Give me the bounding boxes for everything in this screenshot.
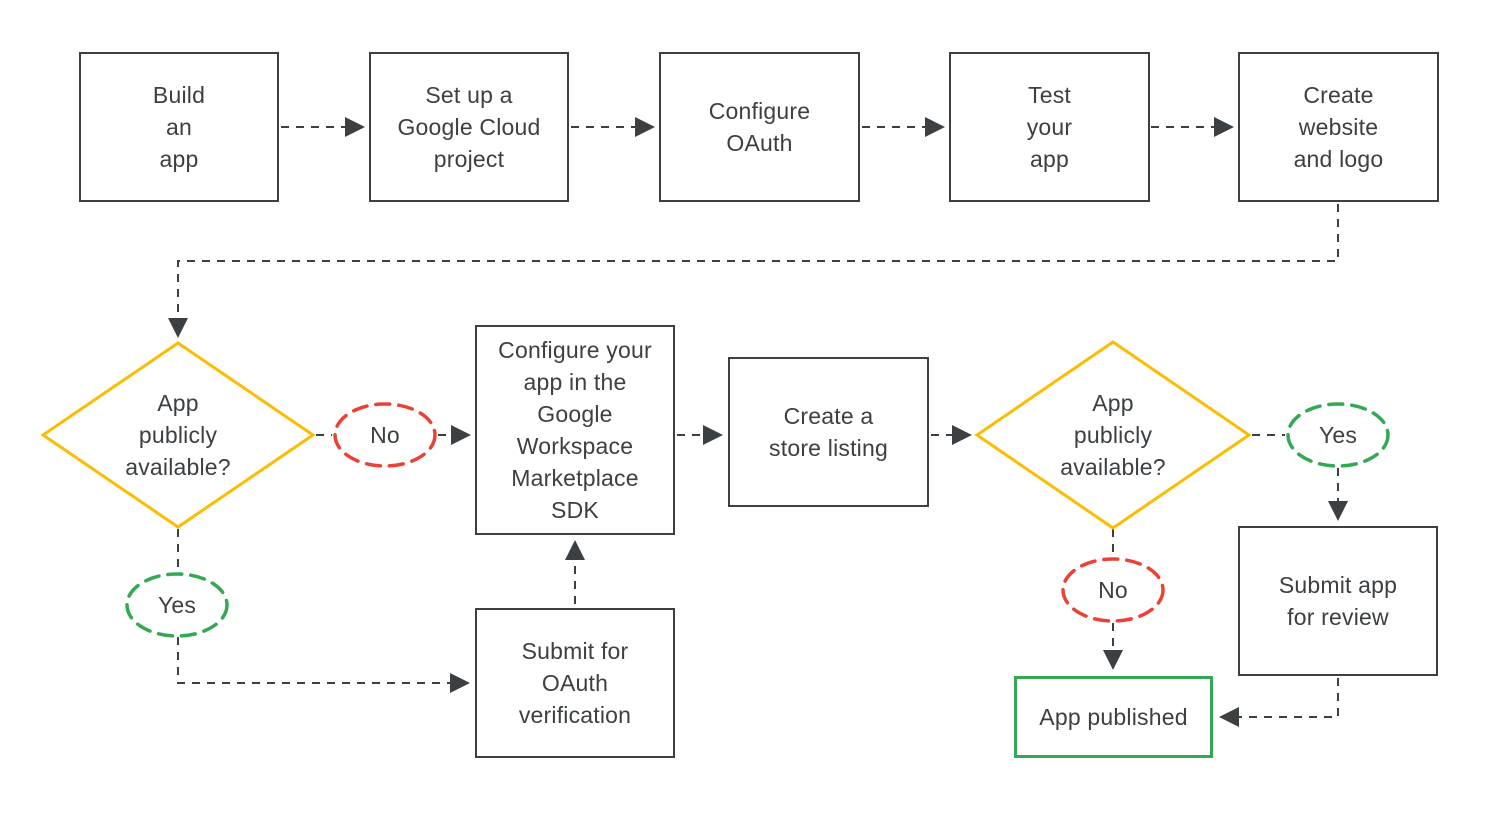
node-configure-oauth: Configure OAuth xyxy=(659,52,860,202)
connector-yes-to-oauth-verification xyxy=(177,637,470,693)
node-submit-app-review: Submit app for review xyxy=(1238,526,1438,676)
no-badge-right-outline xyxy=(1061,557,1165,623)
decision-diamond-right xyxy=(974,340,1252,530)
node-create-store-listing: Create a store listing xyxy=(728,357,929,507)
no-badge-left-outline xyxy=(333,402,437,468)
decision-left-label: App publicly available? xyxy=(125,390,231,480)
connector-review-to-published xyxy=(1219,678,1339,727)
node-submit-oauth-verification: Submit for OAuth verification xyxy=(475,608,675,758)
node-test-app: Test your app xyxy=(949,52,1150,202)
node-setup-cloud-project: Set up a Google Cloud project xyxy=(369,52,569,202)
connector-website-to-decision-left xyxy=(168,204,1339,338)
yes-badge-left-label: Yes xyxy=(157,592,197,618)
node-build-app: Build an app xyxy=(79,52,279,202)
node-create-website-logo: Create website and logo xyxy=(1238,52,1439,202)
yes-badge-right-label: Yes xyxy=(1318,422,1358,448)
node-configure-marketplace-sdk: Configure your app in the Google Workspa… xyxy=(475,325,675,535)
node-app-published: App published xyxy=(1014,676,1213,758)
no-badge-right-label: No xyxy=(1098,577,1128,603)
decision-right-label: App publicly available? xyxy=(1060,390,1166,480)
no-badge-left-label: No xyxy=(370,422,400,448)
decision-diamond-left xyxy=(40,341,316,529)
yes-badge-left-outline xyxy=(125,572,229,638)
yes-badge-right-outline xyxy=(1286,402,1390,468)
